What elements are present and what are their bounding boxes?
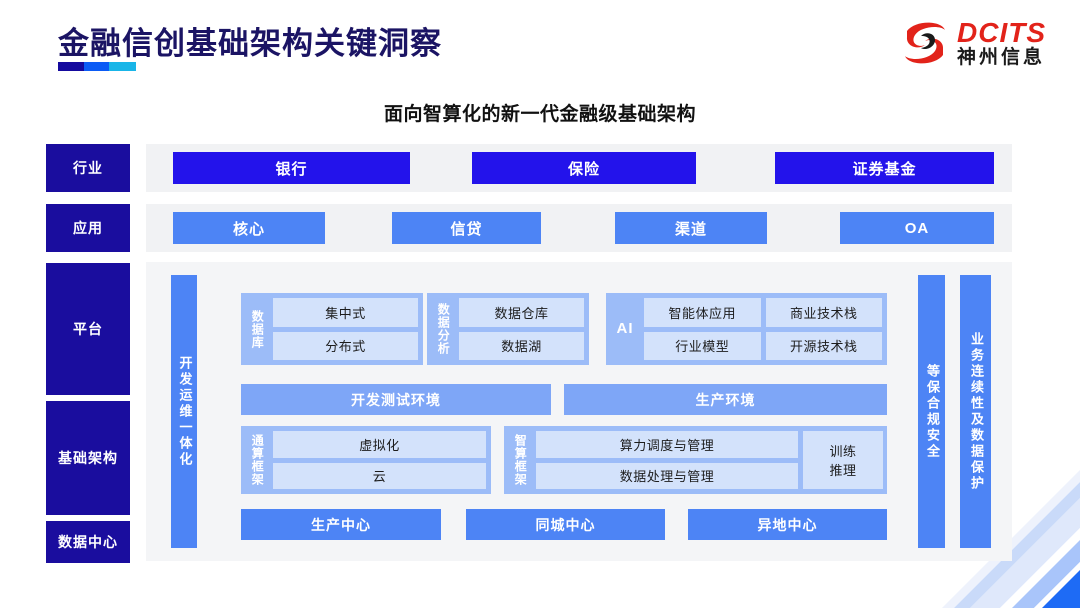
bar-remote-center[interactable]: 异地中心	[688, 509, 887, 540]
vertical-bar-compliance-security: 等保合规安全	[918, 275, 945, 548]
slide-subtitle: 面向智算化的新一代金融级基础架构	[383, 104, 696, 125]
rail-item-infrastructure: 基础架构	[46, 401, 130, 515]
cell-data-processing[interactable]: 数据处理与管理	[536, 462, 798, 489]
rail-item-industry: 行业	[46, 144, 130, 192]
group-label-database: 数据库	[250, 309, 265, 349]
vertical-bar-devops: 开发运维一体化	[171, 275, 197, 548]
rail-item-application: 应用	[46, 204, 130, 252]
dcits-swirl-icon	[905, 22, 945, 64]
industry-row-strip: 银行 保险 证券基金	[146, 144, 1012, 192]
logo-text-cn: 神州信息	[957, 46, 1046, 68]
cell-opensource-tech-stack[interactable]: 开源技术栈	[765, 331, 882, 360]
group-label-ai: AI	[616, 320, 634, 338]
cell-virtualization[interactable]: 虚拟化	[273, 431, 486, 458]
group-ai: AI 智能体应用 商业技术栈 行业模型 开源技术栈	[606, 293, 887, 365]
rail-item-datacenter: 数据中心	[46, 521, 130, 563]
application-chip-oa[interactable]: OA	[840, 212, 994, 244]
application-chip-core[interactable]: 核心	[173, 212, 325, 244]
bar-dev-test-environment[interactable]: 开发测试环境	[241, 384, 551, 415]
cell-commercial-tech-stack[interactable]: 商业技术栈	[765, 298, 882, 327]
platform-panel: 开发运维一体化 数据库 集中式 分布式 数据分析 数据仓库 数据湖 AI 智能体…	[146, 262, 1012, 561]
logo-text-en: DCITS	[957, 17, 1046, 49]
group-database: 数据库 集中式 分布式	[241, 293, 423, 365]
cell-compute-scheduling[interactable]: 算力调度与管理	[536, 431, 798, 458]
title-accent-rule	[58, 62, 136, 71]
rail-item-platform: 平台	[46, 263, 130, 395]
cell-centralized[interactable]: 集中式	[273, 298, 418, 327]
cell-data-lake[interactable]: 数据湖	[459, 331, 584, 360]
application-chip-channel[interactable]: 渠道	[615, 212, 767, 244]
layer-rail: 行业 应用 平台 基础架构 数据中心	[46, 144, 130, 563]
group-data-analysis: 数据分析 数据仓库 数据湖	[427, 293, 589, 365]
application-row-strip: 核心 信贷 渠道 OA	[146, 204, 1012, 252]
group-general-compute-framework: 通算框架 虚拟化 云	[241, 426, 491, 494]
vertical-bar-business-continuity: 业务连续性及数据保护	[960, 275, 991, 548]
group-intelligent-compute-framework: 智算框架 算力调度与管理 数据处理与管理 训练 推理	[504, 426, 887, 494]
group-label-data-analysis: 数据分析	[436, 303, 451, 355]
industry-chip-securities-funds[interactable]: 证券基金	[775, 152, 994, 184]
bar-metro-center[interactable]: 同城中心	[466, 509, 665, 540]
cell-cloud[interactable]: 云	[273, 462, 486, 489]
cell-training-inference[interactable]: 训练 推理	[803, 431, 883, 489]
bar-production-center[interactable]: 生产中心	[241, 509, 441, 540]
cell-distributed[interactable]: 分布式	[273, 331, 418, 360]
cell-agent-application[interactable]: 智能体应用	[644, 298, 761, 327]
page-title: 金融信创基础架构关键洞察	[58, 26, 442, 61]
industry-chip-bank[interactable]: 银行	[173, 152, 410, 184]
cell-data-warehouse[interactable]: 数据仓库	[459, 298, 584, 327]
industry-chip-insurance[interactable]: 保险	[472, 152, 696, 184]
cell-industry-model[interactable]: 行业模型	[644, 331, 761, 360]
group-label-intelligent-compute: 智算框架	[513, 434, 528, 486]
bar-production-environment[interactable]: 生产环境	[564, 384, 887, 415]
company-logo: DCITS 神州信息	[901, 18, 1046, 68]
application-chip-credit[interactable]: 信贷	[392, 212, 541, 244]
group-label-general-compute: 通算框架	[250, 434, 265, 486]
